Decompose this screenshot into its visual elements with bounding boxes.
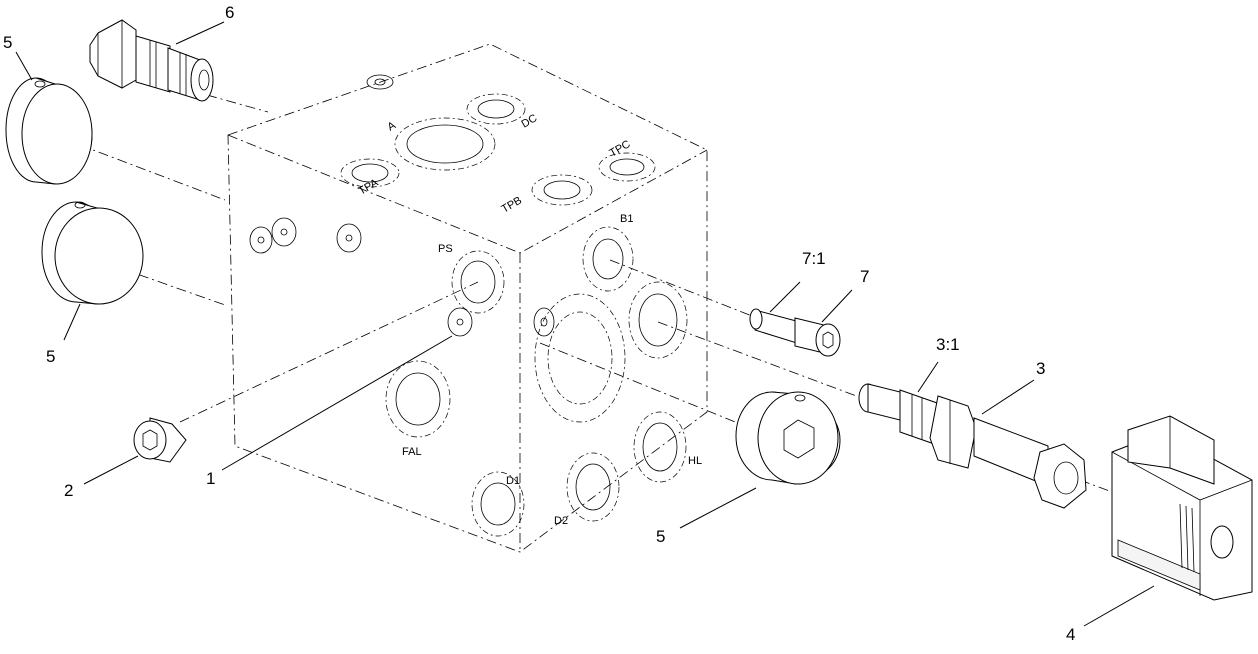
leader-lines	[15, 21, 1155, 627]
port-label-tpc: TPC	[608, 138, 633, 159]
callout-3-1: 3:1	[936, 335, 960, 354]
callout-3: 3	[1036, 359, 1045, 378]
port-label-d1: D1	[506, 475, 520, 487]
callout-4: 4	[1066, 625, 1075, 644]
callout-7-1: 7:1	[802, 249, 826, 268]
manifold-block	[227, 43, 708, 553]
port-label-tpb: TPB	[500, 195, 525, 216]
callout-6: 6	[225, 3, 234, 22]
callouts: 5 6 5 2 1 7:1 7 3:1 3 5 4	[3, 3, 1075, 644]
part-7-check-valve	[749, 308, 841, 357]
part-6-cartridge-valve	[89, 19, 214, 102]
top-face-ports	[340, 74, 656, 206]
part-2-small-plug	[133, 417, 187, 463]
part-5-plug-top	[5, 77, 93, 185]
callout-5-lower: 5	[656, 527, 665, 546]
part-5-plug-lower	[735, 391, 841, 485]
port-label-hl: HL	[688, 455, 702, 467]
port-label-b1: B1	[620, 213, 633, 225]
port-label-a: A	[386, 119, 399, 133]
callout-5-middle: 5	[46, 347, 55, 366]
port-label-tpa: TPA	[357, 177, 381, 198]
block-outline	[227, 43, 708, 553]
port-label-ps: PS	[438, 243, 453, 255]
part-5-plug-middle	[41, 201, 144, 305]
right-face-ports	[533, 226, 688, 522]
part-3-solenoid-cartridge	[858, 383, 1087, 509]
callout-2: 2	[64, 481, 73, 500]
callout-7: 7	[860, 267, 869, 286]
callout-1: 1	[206, 469, 215, 488]
left-face-ports	[249, 217, 525, 537]
port-label-d2: D2	[554, 515, 568, 527]
block-top-edges	[227, 134, 708, 254]
callout-5-top: 5	[3, 33, 12, 52]
port-label-dc: DC	[520, 112, 540, 130]
port-label-fal: FAL	[402, 446, 422, 458]
part-4-solenoid-coil	[1111, 415, 1253, 601]
